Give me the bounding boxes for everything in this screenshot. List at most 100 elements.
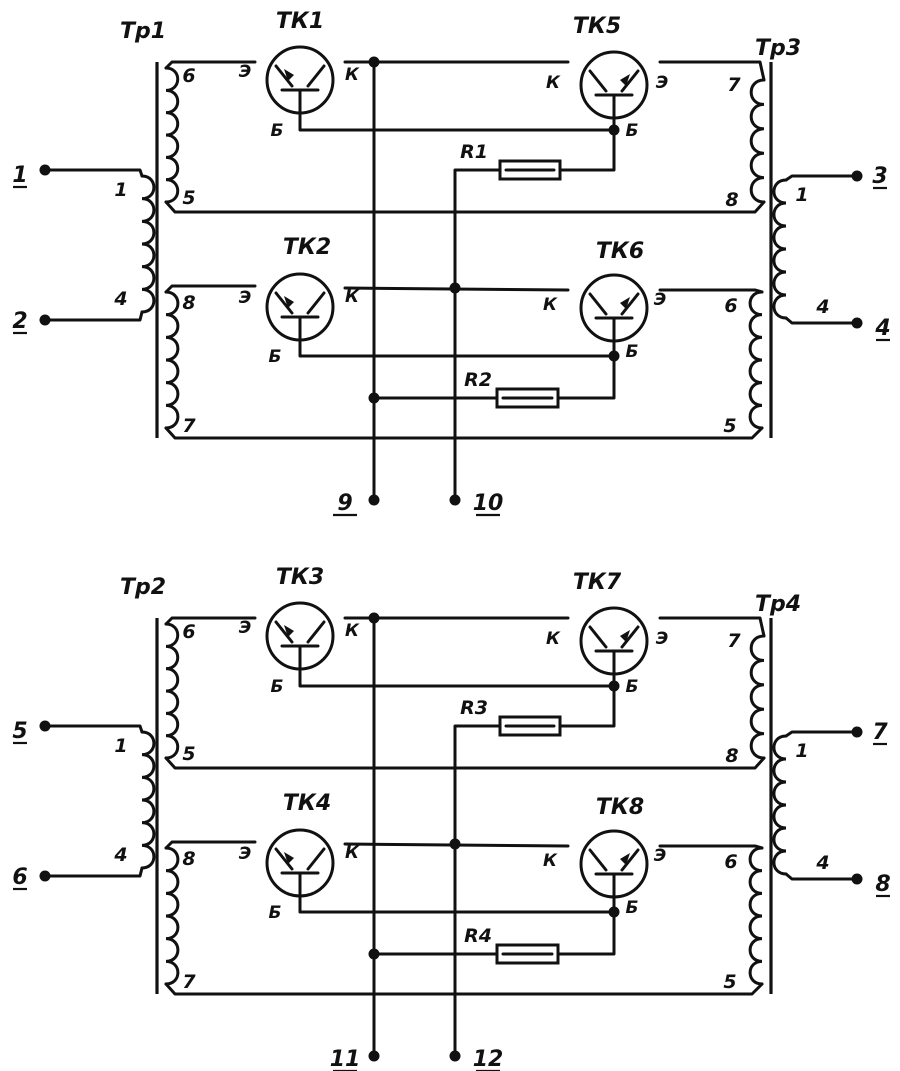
transistor-label: ТК6 [596, 239, 644, 264]
transistor [265, 828, 335, 900]
emitter-arrow [284, 852, 294, 864]
base-wire [298, 113, 616, 132]
base-label: Б [626, 677, 639, 697]
winding-pin-label: 7 [727, 74, 741, 96]
collector-lead [306, 64, 326, 88]
emitter-label: Э [239, 62, 251, 82]
base-wire [298, 669, 616, 688]
junction-dot [39, 314, 51, 326]
winding-coil [749, 634, 766, 760]
winding-coil [748, 846, 764, 986]
junction-dot [449, 838, 461, 850]
primary-lead [784, 872, 859, 881]
wire [453, 724, 502, 1058]
collector-label: К [345, 287, 360, 307]
wire [164, 982, 764, 996]
transistor-label: ТК7 [573, 570, 622, 595]
primary-pin-label: 1 [114, 735, 127, 757]
transistor [579, 606, 649, 678]
transistor [579, 50, 649, 122]
terminal-label: 3 [872, 164, 887, 189]
collector-label: К [345, 65, 360, 85]
winding-coil [140, 730, 156, 870]
collector-lead [306, 620, 326, 644]
circuit-block-1: Тр1Тр3R1R2ТК1ТК2ТК5ТК6ЭЭККББККЭЭББ658778… [12, 9, 891, 517]
primary-pin-label: 1 [795, 740, 808, 762]
wire [164, 840, 257, 850]
emitter-lead [274, 291, 294, 315]
primary-lead [43, 310, 144, 322]
primary-lead [784, 730, 859, 738]
primary-pin-label: 1 [114, 179, 127, 201]
junction-dot [368, 56, 380, 68]
winding-coil [164, 290, 180, 430]
primary-pin-label: 4 [815, 852, 829, 874]
transistor-label: ТК3 [276, 565, 324, 590]
resistor-label: R1 [460, 141, 488, 163]
winding-pin-label: 7 [182, 971, 196, 993]
wire [558, 684, 616, 728]
collector-label: К [543, 295, 558, 315]
transistor [579, 829, 649, 901]
base-wire [298, 896, 616, 914]
base-label: Б [626, 898, 639, 918]
winding-pin-label: 7 [727, 630, 741, 652]
wire [164, 616, 257, 626]
wire [164, 284, 257, 294]
emitter-arrow [284, 296, 294, 308]
emitter-label: Э [239, 844, 251, 864]
terminal-label: 4 [874, 316, 890, 341]
emitter-arrow [620, 630, 630, 642]
winding-coil [772, 734, 788, 876]
transistor-label: ТК5 [573, 14, 621, 39]
winding-pin-label: 8 [182, 292, 195, 314]
transistor [265, 45, 335, 117]
terminal-label: 12 [473, 1047, 504, 1071]
emitter-label: Э [656, 73, 668, 93]
primary-pin-label: 1 [795, 184, 808, 206]
collector-label: К [543, 851, 558, 871]
emitter-lead [620, 69, 640, 93]
winding-pin-label: 8 [182, 848, 195, 870]
terminal-label: 1 [12, 163, 27, 188]
collector-lead [306, 847, 326, 871]
base-label: Б [271, 121, 284, 141]
winding-pin-label: 6 [182, 65, 195, 87]
right-transformer-label: Тр4 [755, 592, 801, 617]
terminal-label: 8 [875, 872, 890, 897]
winding-coil [140, 174, 156, 314]
right-transformer-label: Тр3 [755, 36, 801, 61]
transistor-label: ТК4 [283, 791, 331, 816]
emitter-label: Э [656, 629, 668, 649]
collector-lead [588, 848, 608, 872]
collector-label: К [345, 843, 360, 863]
wire [453, 168, 502, 502]
winding-coil [749, 78, 766, 204]
emitter-arrow [284, 625, 294, 637]
emitter-label: Э [239, 288, 251, 308]
wire [556, 354, 616, 400]
terminal-label: 9 [337, 491, 352, 516]
transistor-label: ТК2 [283, 235, 331, 260]
terminal-label: 5 [12, 719, 27, 744]
base-wire [298, 340, 616, 358]
terminal-label: 11 [330, 1047, 361, 1071]
junction-dot [368, 494, 380, 506]
base-label: Б [626, 121, 639, 141]
transistor-label: ТК8 [596, 795, 644, 820]
collector-lead [588, 69, 608, 93]
transistor [579, 273, 649, 345]
junction-dot [851, 726, 863, 738]
collector-label: К [345, 621, 360, 641]
emitter-lead [274, 64, 294, 88]
primary-lead [43, 168, 144, 178]
emitter-lead [274, 847, 294, 871]
primary-lead [784, 316, 859, 325]
emitter-label: Э [654, 290, 666, 310]
winding-coil [772, 178, 788, 320]
wire [658, 60, 766, 82]
primary-pin-label: 4 [113, 288, 127, 310]
circuit-block-2: Тр2Тр4R3R4ТК3ТК4ТК7ТК8ЭЭККББККЭЭББ658778… [12, 565, 891, 1071]
